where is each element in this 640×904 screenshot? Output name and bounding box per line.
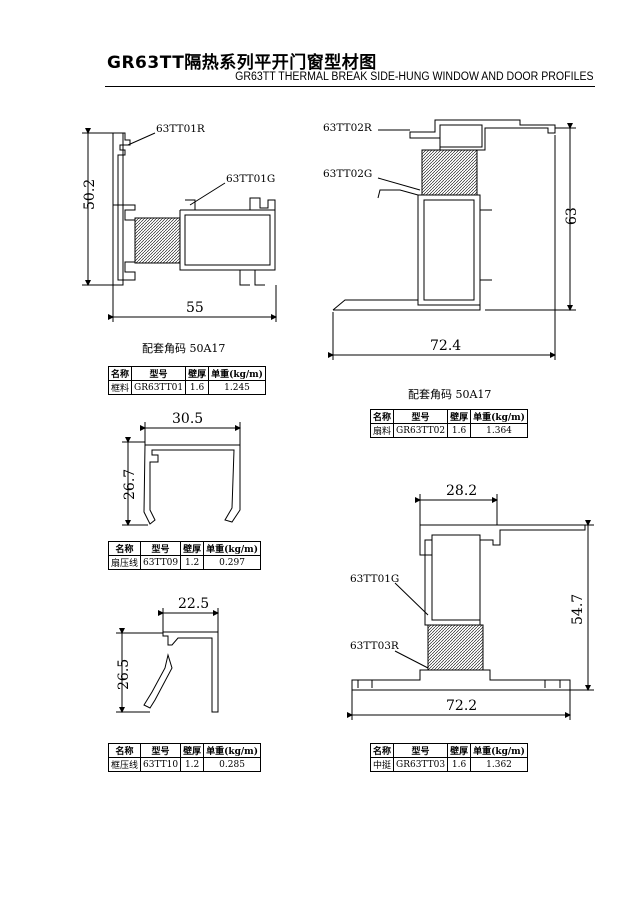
cell-weight: 0.285 <box>203 757 261 772</box>
table-row: 扇压线 63TT09 1.2 0.297 <box>107 555 261 570</box>
header-thickness: 壁厚 <box>180 541 205 556</box>
frame-corner-caption: 配套角码 50A17 <box>142 342 226 355</box>
frame-bead-profile-drawing <box>116 608 219 713</box>
cell-thickness: 1.6 <box>185 380 210 395</box>
header-model: 型号 <box>393 743 449 758</box>
frame-spec-table: 名称 型号 壁厚 单重(kg/m) 框料 GR63TT01 1.6 1.245 <box>107 366 266 395</box>
header-weight: 单重(kg/m) <box>470 743 528 758</box>
table-row: 框压线 63TT10 1.2 0.285 <box>107 757 261 772</box>
cell-name: 中挺 <box>369 757 395 772</box>
table-header-row: 名称 型号 壁厚 单重(kg/m) <box>369 743 528 758</box>
mullion-label-63tt03r: 63TT03R <box>350 640 400 652</box>
header-name: 名称 <box>107 743 142 758</box>
cell-model: GR63TT01 <box>131 380 187 395</box>
header-weight: 单重(kg/m) <box>208 366 266 381</box>
header-model: 型号 <box>393 409 449 424</box>
header-model: 型号 <box>140 541 182 556</box>
mullion-top-width-dimension: 28.2 <box>446 483 477 499</box>
sash-corner-caption: 配套角码 50A17 <box>408 388 492 401</box>
page-title: GR63TT隔热系列平开门窗型材图 <box>107 53 377 73</box>
header-name: 名称 <box>369 409 395 424</box>
cell-name: 扇压线 <box>107 555 142 570</box>
table-row: 中挺 GR63TT03 1.6 1.362 <box>369 757 528 772</box>
header-weight: 单重(kg/m) <box>470 409 528 424</box>
frame-width-dimension: 55 <box>186 300 204 316</box>
sash-width-dimension: 72.4 <box>430 338 461 354</box>
header-weight: 单重(kg/m) <box>203 743 261 758</box>
header-thickness: 壁厚 <box>180 743 205 758</box>
frame-outer-part <box>112 132 136 281</box>
header-name: 名称 <box>107 366 133 381</box>
sash-spec-table: 名称 型号 壁厚 单重(kg/m) 扇料 GR63TT02 1.6 1.364 <box>369 409 528 438</box>
sash-label-63tt02g: 63TT02G <box>323 168 372 180</box>
mullion-spec-table: 名称 型号 壁厚 单重(kg/m) 中挺 GR63TT03 1.6 1.362 <box>369 743 528 772</box>
sash-profile-drawing <box>328 119 576 360</box>
sash-bead-width-dimension: 30.5 <box>172 411 203 427</box>
mullion-label-63tt01g: 63TT01G <box>350 573 399 585</box>
header-name: 名称 <box>369 743 395 758</box>
header-thickness: 壁厚 <box>447 409 472 424</box>
cell-weight: 0.297 <box>203 555 261 570</box>
cell-thickness: 1.6 <box>447 423 472 438</box>
table-row: 框料 GR63TT01 1.6 1.245 <box>107 380 266 395</box>
table-header-row: 名称 型号 壁厚 单重(kg/m) <box>107 743 261 758</box>
frame-bead-spec-table: 名称 型号 壁厚 单重(kg/m) 框压线 63TT10 1.2 0.285 <box>107 743 261 772</box>
frame-label-63tt01r: 63TT01R <box>156 123 206 135</box>
frame-bead-height-dimension: 26.5 <box>116 659 132 690</box>
sash-bead-profile-drawing <box>122 422 241 526</box>
sash-bead-spec-table: 名称 型号 壁厚 单重(kg/m) 扇压线 63TT09 1.2 0.297 <box>107 541 261 570</box>
header-thickness: 壁厚 <box>447 743 472 758</box>
header-thickness: 壁厚 <box>185 366 210 381</box>
cell-name: 框料 <box>107 380 133 395</box>
thermal-break-strip <box>427 624 484 671</box>
table-header-row: 名称 型号 壁厚 单重(kg/m) <box>107 366 266 381</box>
mullion-width-dimension: 72.2 <box>446 698 477 714</box>
cell-thickness: 1.6 <box>447 757 472 772</box>
frame-height-dimension: 50.2 <box>82 179 98 210</box>
table-header-row: 名称 型号 壁厚 单重(kg/m) <box>107 541 261 556</box>
thermal-break-strip <box>134 217 181 264</box>
cell-weight: 1.362 <box>470 757 528 772</box>
cell-thickness: 1.2 <box>180 757 205 772</box>
thermal-break-strip <box>421 149 478 196</box>
table-header-row: 名称 型号 壁厚 单重(kg/m) <box>369 409 528 424</box>
page-subtitle: GR63TT THERMAL BREAK SIDE-HUNG WINDOW AN… <box>235 71 594 83</box>
title-divider <box>105 86 595 87</box>
header-name: 名称 <box>107 541 142 556</box>
cell-thickness: 1.2 <box>180 555 205 570</box>
cell-name: 框压线 <box>107 757 142 772</box>
cell-weight: 1.245 <box>208 380 266 395</box>
cell-model: 63TT09 <box>140 555 182 570</box>
header-model: 型号 <box>140 743 182 758</box>
sash-label-63tt02r: 63TT02R <box>323 122 373 134</box>
frame-label-63tt01g: 63TT01G <box>226 173 275 185</box>
cell-name: 扇料 <box>369 423 395 438</box>
cell-weight: 1.364 <box>470 423 528 438</box>
frame-bead-width-dimension: 22.5 <box>178 596 209 612</box>
mullion-profile-drawing <box>347 494 594 720</box>
sash-bead-height-dimension: 26.7 <box>122 469 138 500</box>
frame-profile-drawing <box>82 128 277 322</box>
cell-model: GR63TT02 <box>393 423 449 438</box>
header-model: 型号 <box>131 366 187 381</box>
table-row: 扇料 GR63TT02 1.6 1.364 <box>369 423 528 438</box>
sash-height-dimension: 63 <box>564 207 580 225</box>
mullion-height-dimension: 54.7 <box>570 594 586 625</box>
cell-model: GR63TT03 <box>393 757 449 772</box>
cell-model: 63TT10 <box>140 757 182 772</box>
header-weight: 单重(kg/m) <box>203 541 261 556</box>
